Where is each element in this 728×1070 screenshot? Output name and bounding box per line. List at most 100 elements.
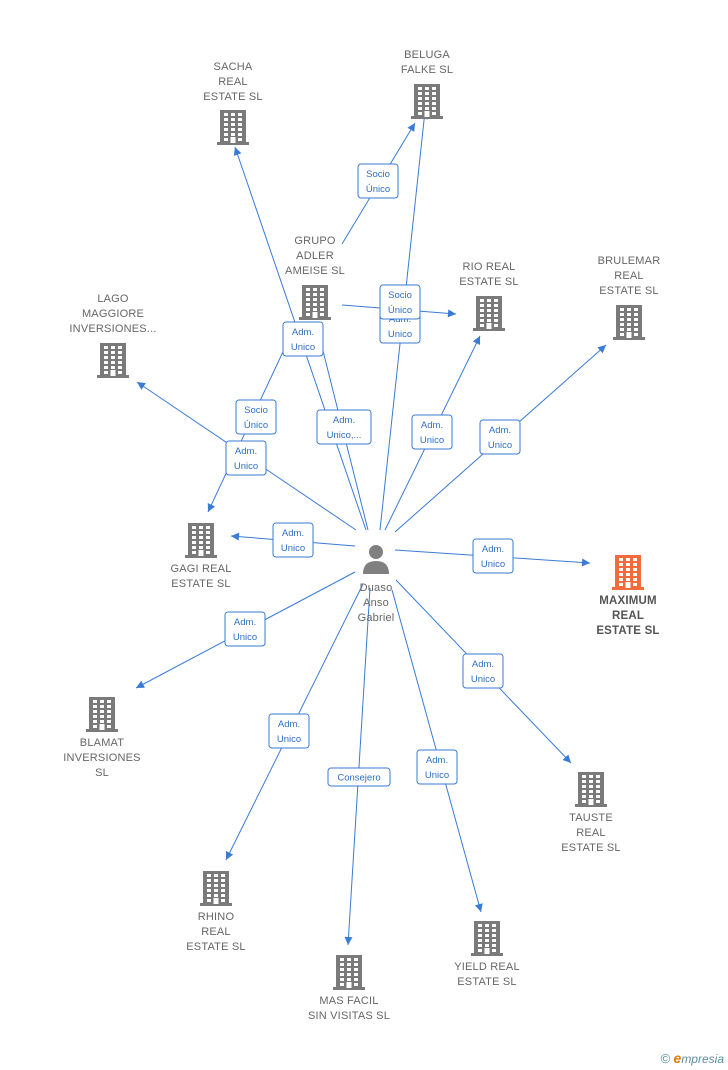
relation-label-sacha[interactable]: Adm. Unico xyxy=(282,321,324,357)
company-node-lago[interactable]: LAGOMAGGIOREINVERSIONES... xyxy=(69,293,156,378)
relation-label-tauste[interactable]: Adm.Unico xyxy=(462,653,504,689)
company-label: ESTATE SL xyxy=(596,625,659,637)
relation-label-text: Unico xyxy=(488,440,512,451)
relation-label-text: Unico xyxy=(277,734,301,745)
relation-label-rio[interactable]: Adm.Unico xyxy=(411,414,453,450)
arrowhead-icon xyxy=(231,532,240,541)
company-label: RIO REAL xyxy=(463,261,516,273)
building-icon xyxy=(612,555,644,590)
company-label: REAL xyxy=(576,827,606,839)
company-label: REAL xyxy=(218,76,248,88)
building-icon xyxy=(200,871,232,906)
company-node-rio[interactable]: RIO REAL ESTATE SL xyxy=(459,261,519,331)
company-label: BELUGA xyxy=(404,49,450,61)
relation-label-text: Adm. xyxy=(421,420,443,431)
company-label: LAGO xyxy=(97,293,129,305)
arrowhead-icon xyxy=(447,309,456,318)
relation-label-text: Socio xyxy=(244,405,268,416)
company-node-rhino[interactable]: RHINO REAL ESTATE SL xyxy=(186,871,246,953)
building-icon xyxy=(473,296,505,331)
relation-label-text: Adm. xyxy=(282,528,304,539)
relation-label-text: Adm. xyxy=(482,544,504,555)
relation-label-text: Adm. xyxy=(278,719,300,730)
relation-label-text: Único xyxy=(366,184,390,195)
company-label: ESTATE SL xyxy=(459,276,518,288)
person-label: Duaso xyxy=(360,582,393,594)
relation-label-yield[interactable]: Adm.Unico xyxy=(416,749,458,785)
relation-label-grupo-adler[interactable]: Adm.Unico,... xyxy=(316,409,372,445)
relation-label-gagi[interactable]: Adm. Unico xyxy=(272,522,314,558)
relation-label-maximum[interactable]: Adm.Unico xyxy=(472,538,514,574)
arrowhead-icon xyxy=(597,345,606,354)
company-label: SACHA xyxy=(214,61,253,73)
relation-label-blamat[interactable]: Adm.Unico xyxy=(224,611,266,647)
company-label: TAUSTE xyxy=(569,812,613,824)
relation-label-text: Adm. xyxy=(489,425,511,436)
relation-label-text: Socio xyxy=(388,290,412,301)
relation-label-text: Adm. xyxy=(235,446,257,457)
relation-label-text: Unico xyxy=(281,543,305,554)
company-label: REAL xyxy=(201,926,231,938)
relation-label-text: Unico xyxy=(291,342,315,353)
company-label: SIN VISITAS SL xyxy=(308,1010,390,1022)
company-label: ADLER xyxy=(296,250,334,262)
relation-label-masfacil[interactable]: Consejero xyxy=(327,767,391,787)
company-node-brulemar[interactable]: BRULEMAR REAL ESTATE SL xyxy=(598,255,661,340)
arrowhead-icon xyxy=(137,382,146,390)
building-icon xyxy=(575,772,607,807)
company-label: MAS FACIL xyxy=(319,995,378,1007)
arrowhead-icon xyxy=(233,147,242,156)
company-label: INVERSIONES... xyxy=(69,323,156,335)
relation-label-text: Unico,... xyxy=(327,430,362,441)
arrowhead-icon xyxy=(472,336,481,345)
company-label: ESTATE SL xyxy=(171,578,230,590)
company-label: REAL xyxy=(612,610,644,622)
building-icon xyxy=(333,955,365,990)
arrowhead-icon xyxy=(581,558,590,567)
company-label: GAGI REAL xyxy=(170,563,231,575)
person-label: Anso xyxy=(363,597,389,609)
company-label: REAL xyxy=(614,270,644,282)
company-label: RHINO xyxy=(198,911,235,923)
relation-label-text: Unico xyxy=(234,461,258,472)
company-label: BRULEMAR xyxy=(598,255,661,267)
company-node-tauste[interactable]: TAUSTE REAL ESTATE SL xyxy=(561,772,621,854)
brand-name: mpresia xyxy=(681,1052,724,1066)
company-node-sacha[interactable]: SACHA REAL ESTATE SL xyxy=(203,61,263,145)
building-icon xyxy=(471,921,503,956)
edge-center-to-masfacil xyxy=(347,587,371,946)
relation-label-text: Unico xyxy=(471,674,495,685)
relation-label-rhino[interactable]: Adm. Unico xyxy=(268,713,310,749)
relation-label-brulemar[interactable]: Adm. Unico xyxy=(479,419,521,455)
relation-label-lago[interactable]: Adm. Unico xyxy=(225,440,267,476)
arrowhead-icon xyxy=(475,903,483,912)
company-node-gagi[interactable]: GAGI REAL ESTATE SL xyxy=(170,523,231,590)
company-label: YIELD REAL xyxy=(454,961,520,973)
company-label: ESTATE SL xyxy=(561,842,620,854)
relation-label-text: Unico xyxy=(233,632,257,643)
person-icon xyxy=(363,545,389,574)
empresia-logo: © empresia xyxy=(661,1050,724,1066)
relation-label-text: Adm. xyxy=(292,327,314,338)
company-label: ESTATE SL xyxy=(203,91,262,103)
company-label: ESTATE SL xyxy=(186,941,245,953)
building-icon xyxy=(185,523,217,558)
company-label: GRUPO xyxy=(294,235,336,247)
arrowhead-icon xyxy=(207,503,216,512)
person-label: Gabriel xyxy=(358,612,395,624)
company-label: INVERSIONES xyxy=(63,752,140,764)
company-label: ESTATE SL xyxy=(599,285,658,297)
relation-label-text: Consejero xyxy=(337,773,380,784)
company-node-masfacil[interactable]: MAS FACIL SIN VISITAS SL xyxy=(308,955,390,1022)
